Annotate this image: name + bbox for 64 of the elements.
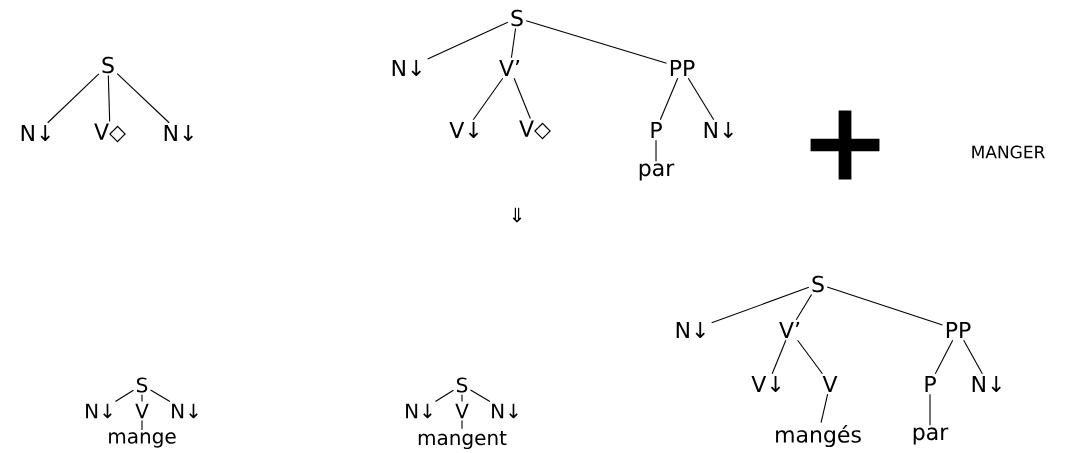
branch-line <box>929 393 931 426</box>
tree-label: V◇ <box>519 120 551 140</box>
branch-line <box>141 394 143 403</box>
branch-line <box>826 286 944 326</box>
tree-label: N↓ <box>972 375 1001 393</box>
branch-line <box>150 389 171 403</box>
lexeme-label: MANGER <box>972 145 1045 159</box>
tree-label: par <box>639 163 675 181</box>
tree-label: P <box>651 122 662 138</box>
branch-line <box>461 419 463 430</box>
tree-label: V <box>135 403 149 419</box>
tree-label: N↓ <box>704 121 733 139</box>
tree-label: N↓ <box>406 403 432 419</box>
tree-label: N↓ <box>164 124 193 142</box>
branch-line <box>820 393 829 424</box>
tree-label: P <box>925 376 936 392</box>
branch-line <box>934 339 954 375</box>
tree-label: N↓ <box>172 403 198 419</box>
tree-label: V↓ <box>449 121 479 139</box>
tree-label: mangent <box>418 430 507 450</box>
tree-label: S <box>457 377 468 393</box>
tree-label: N↓ <box>492 403 518 419</box>
branch-line <box>461 394 463 403</box>
branch-line <box>771 339 787 375</box>
branch-line <box>711 286 810 324</box>
tree-label: V <box>822 376 838 392</box>
branch-line <box>525 20 668 64</box>
tree-label: PP <box>946 322 971 338</box>
branch-line <box>472 77 504 121</box>
branch-line <box>470 389 491 403</box>
tree-label: par <box>913 427 949 445</box>
tree-label: S <box>102 56 114 74</box>
tree-label: V◇ <box>94 123 126 143</box>
plus-sign: + <box>810 110 880 180</box>
branch-line <box>107 74 111 122</box>
branch-line <box>655 139 657 162</box>
branch-line <box>116 73 170 124</box>
tree-label: N↓ <box>676 321 705 339</box>
branch-line <box>963 339 983 375</box>
branch-line <box>687 77 715 121</box>
tree-label: S <box>136 377 148 393</box>
tree-label: N↓ <box>392 59 421 77</box>
branch-line <box>659 77 679 121</box>
branch-line <box>434 389 454 403</box>
branch-line <box>510 27 517 59</box>
tree-label: V’ <box>499 60 520 76</box>
branch-line <box>114 389 134 403</box>
tree-label: S <box>511 9 523 27</box>
tree-label: V↓ <box>751 375 781 393</box>
branch-line <box>141 419 143 431</box>
tree-label: PP <box>670 60 695 76</box>
branch-line <box>427 21 509 60</box>
branch-line <box>513 77 531 119</box>
branch-line <box>47 73 100 124</box>
tree-label: mange <box>109 432 176 448</box>
branch-line <box>797 339 823 375</box>
tree-label: N↓ <box>21 124 50 142</box>
tree-label: mangés <box>776 424 861 448</box>
derivation-arrow: ⇓ <box>512 207 522 223</box>
tree-label: N↓ <box>86 403 112 419</box>
tree-label: V <box>455 403 469 419</box>
branch-line <box>795 293 813 321</box>
tree-label: V’ <box>779 322 800 338</box>
tree-label: S <box>812 275 824 293</box>
